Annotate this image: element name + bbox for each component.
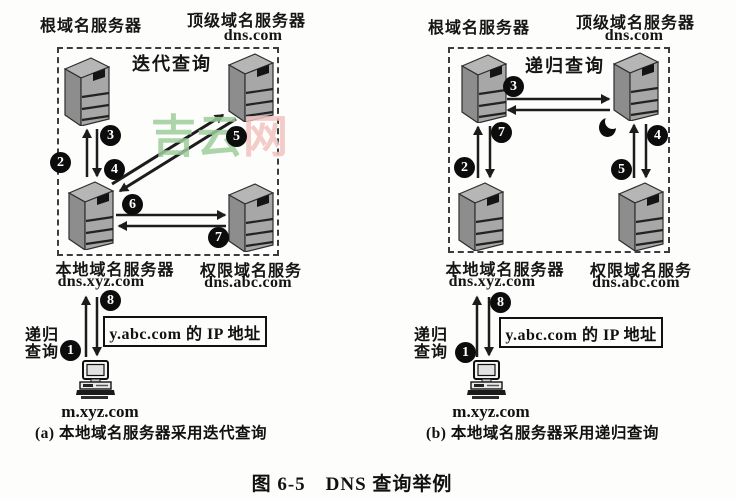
step-badge-a-8: 8: [100, 290, 121, 311]
host-pc-icon-a: [75, 360, 115, 400]
local-server-label-a: 本地域名服务器: [55, 262, 175, 279]
step-badge-b-7: 7: [491, 122, 512, 143]
auth-server-label-a: 权限域名服务: [199, 263, 303, 280]
host-pc-icon-b: [466, 360, 506, 400]
step-badge-a-3: 3: [100, 125, 121, 146]
step-badge-b-5: 5: [611, 159, 632, 180]
query-scope-box-b: [448, 47, 670, 253]
auth-domain-a: dns.abc.com: [204, 274, 292, 291]
panel-caption-a: (a) 本地域名服务器采用迭代查询: [35, 425, 267, 442]
step-badge-a-6: 6: [122, 194, 143, 215]
arrows-panel-b: [472, 94, 651, 357]
step-badge-a-2: 2: [50, 152, 71, 173]
step-badge-b-4: 4: [647, 125, 668, 146]
ip-result-box-b: y.abc.com 的 IP 地址: [499, 317, 663, 348]
root-server-label-b: 根域名服务器: [428, 20, 531, 37]
tld-server-label-b: 顶级域名服务器: [576, 15, 696, 32]
query-scope-box-a: [57, 47, 279, 256]
ip-result-box-a: y.abc.com 的 IP 地址: [103, 316, 267, 347]
figure-caption: 图 6-5 DNS 查询举例: [251, 474, 453, 495]
local-domain-b: dns.xyz.com: [448, 273, 536, 290]
crescent-cut: [605, 114, 620, 129]
auth-domain-b: dns.abc.com: [592, 274, 680, 291]
tld-server-label-a: 顶级域名服务器: [187, 13, 307, 30]
arrow-a-step4-local-to-tld: [111, 113, 225, 186]
step-badge-a-7: 7: [208, 227, 229, 248]
recursive-query-line1-a: 递归: [25, 327, 60, 344]
step-badge-a-4: 4: [104, 159, 125, 180]
recursive-query-line2-b: 查询: [414, 344, 449, 361]
local-server-label-b: 本地域名服务器: [445, 262, 565, 279]
tld-domain-b: dns.com: [604, 27, 664, 44]
step-badge-b-8: 8: [490, 292, 511, 313]
host-domain-a: m.xyz.com: [61, 402, 139, 421]
root-server-label-a: 根域名服务器: [40, 18, 143, 35]
arrows-panel-a: [81, 113, 237, 357]
recursive-query-line1-b: 递归: [414, 327, 449, 344]
tld-domain-a: dns.com: [223, 27, 283, 44]
query-mode-label-a: 迭代查询: [132, 54, 212, 74]
recursive-query-line2-a: 查询: [25, 344, 60, 361]
arrow-a-step5-tld-to-local: [118, 117, 237, 193]
watermark: 吉云网: [151, 100, 289, 165]
panel-caption-b: (b) 本地域名服务器采用递归查询: [426, 425, 659, 442]
recursive-query-label-b: 递归 查询: [414, 327, 448, 361]
auth-server-label-b: 权限域名服务: [589, 263, 693, 280]
step-badge-b-2: 2: [454, 157, 475, 178]
step-badge-b-3: 3: [503, 76, 524, 97]
query-mode-label-b: 递归查询: [525, 56, 605, 76]
step-badge-b-6-crescent-icon: [599, 114, 620, 138]
host-domain-b: m.xyz.com: [452, 402, 530, 421]
local-domain-a: dns.xyz.com: [57, 273, 145, 290]
recursive-query-label-a: 递归 查询: [25, 327, 59, 361]
step-badge-a-5: 5: [226, 126, 247, 147]
step-badge-a-1: 1: [60, 340, 81, 361]
watermark-char-1: 吉: [151, 110, 198, 163]
step-badge-b-1: 1: [455, 342, 476, 363]
watermark-char-3: 网: [243, 110, 290, 163]
